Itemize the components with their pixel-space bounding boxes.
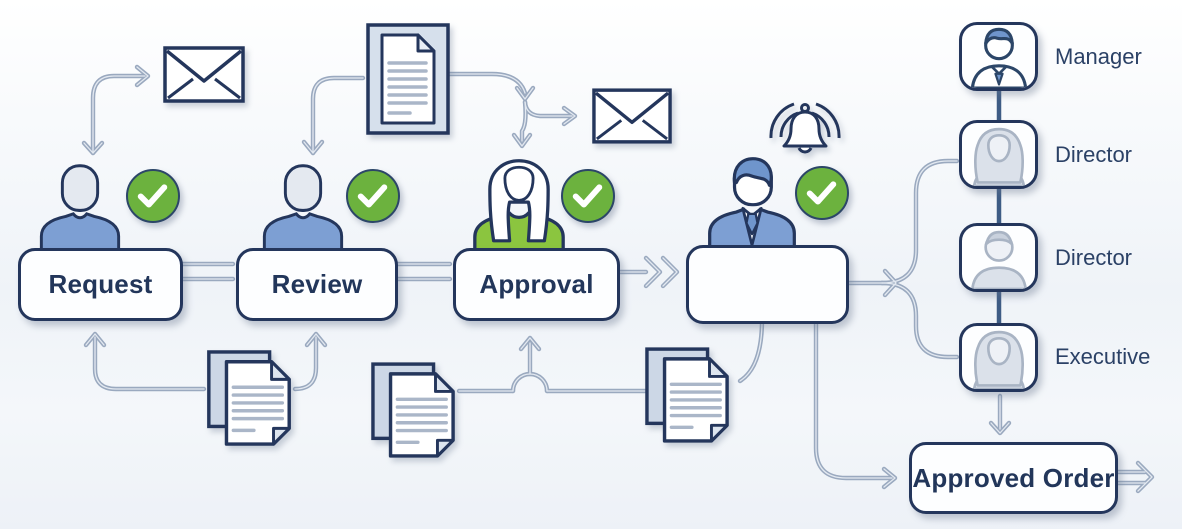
approved-checkmark-icon (126, 169, 180, 223)
role-label-executive: Executive (1055, 344, 1151, 369)
approved-order-label: Approved Order (912, 462, 1115, 493)
avatar-box-director-1 (959, 120, 1038, 189)
manager-suit-person-icon (708, 157, 796, 247)
woman-avatar-icon (972, 127, 1025, 186)
approved-checkmark-icon (795, 166, 849, 220)
approver-woman-icon (473, 159, 565, 250)
stage-box-review: Review (236, 248, 398, 321)
stage-label: Request (48, 269, 153, 299)
man-avatar-icon (970, 27, 1027, 88)
stage-label: Approval (479, 269, 594, 299)
stage-box-final-review-empty (686, 245, 849, 324)
requester-person-icon (39, 164, 121, 250)
document-icon (371, 362, 455, 458)
avatar-box-executive (959, 323, 1038, 392)
document-icon (366, 23, 450, 135)
avatar-box-director-2 (959, 223, 1038, 292)
role-label-director-2: Director (1055, 245, 1133, 270)
role-label-manager: Manager (1055, 44, 1142, 69)
document-icon (207, 350, 291, 446)
approved-checkmark-icon (346, 169, 400, 223)
approved-order-box: Approved Order (909, 442, 1118, 514)
reviewer-person-icon (262, 164, 344, 250)
man-avatar-icon (970, 230, 1027, 289)
woman-avatar-icon (972, 330, 1025, 389)
role-label-director-1: Director (1055, 142, 1133, 167)
envelope-icon (592, 88, 672, 144)
avatar-box-manager (959, 22, 1038, 91)
approved-checkmark-icon (561, 169, 615, 223)
stage-box-approval: Approval (453, 248, 620, 321)
stage-box-request: Request (18, 248, 183, 321)
stage-label: Review (271, 269, 363, 299)
envelope-icon (163, 46, 245, 103)
bell-notification-icon (769, 102, 841, 154)
document-icon (645, 347, 729, 443)
